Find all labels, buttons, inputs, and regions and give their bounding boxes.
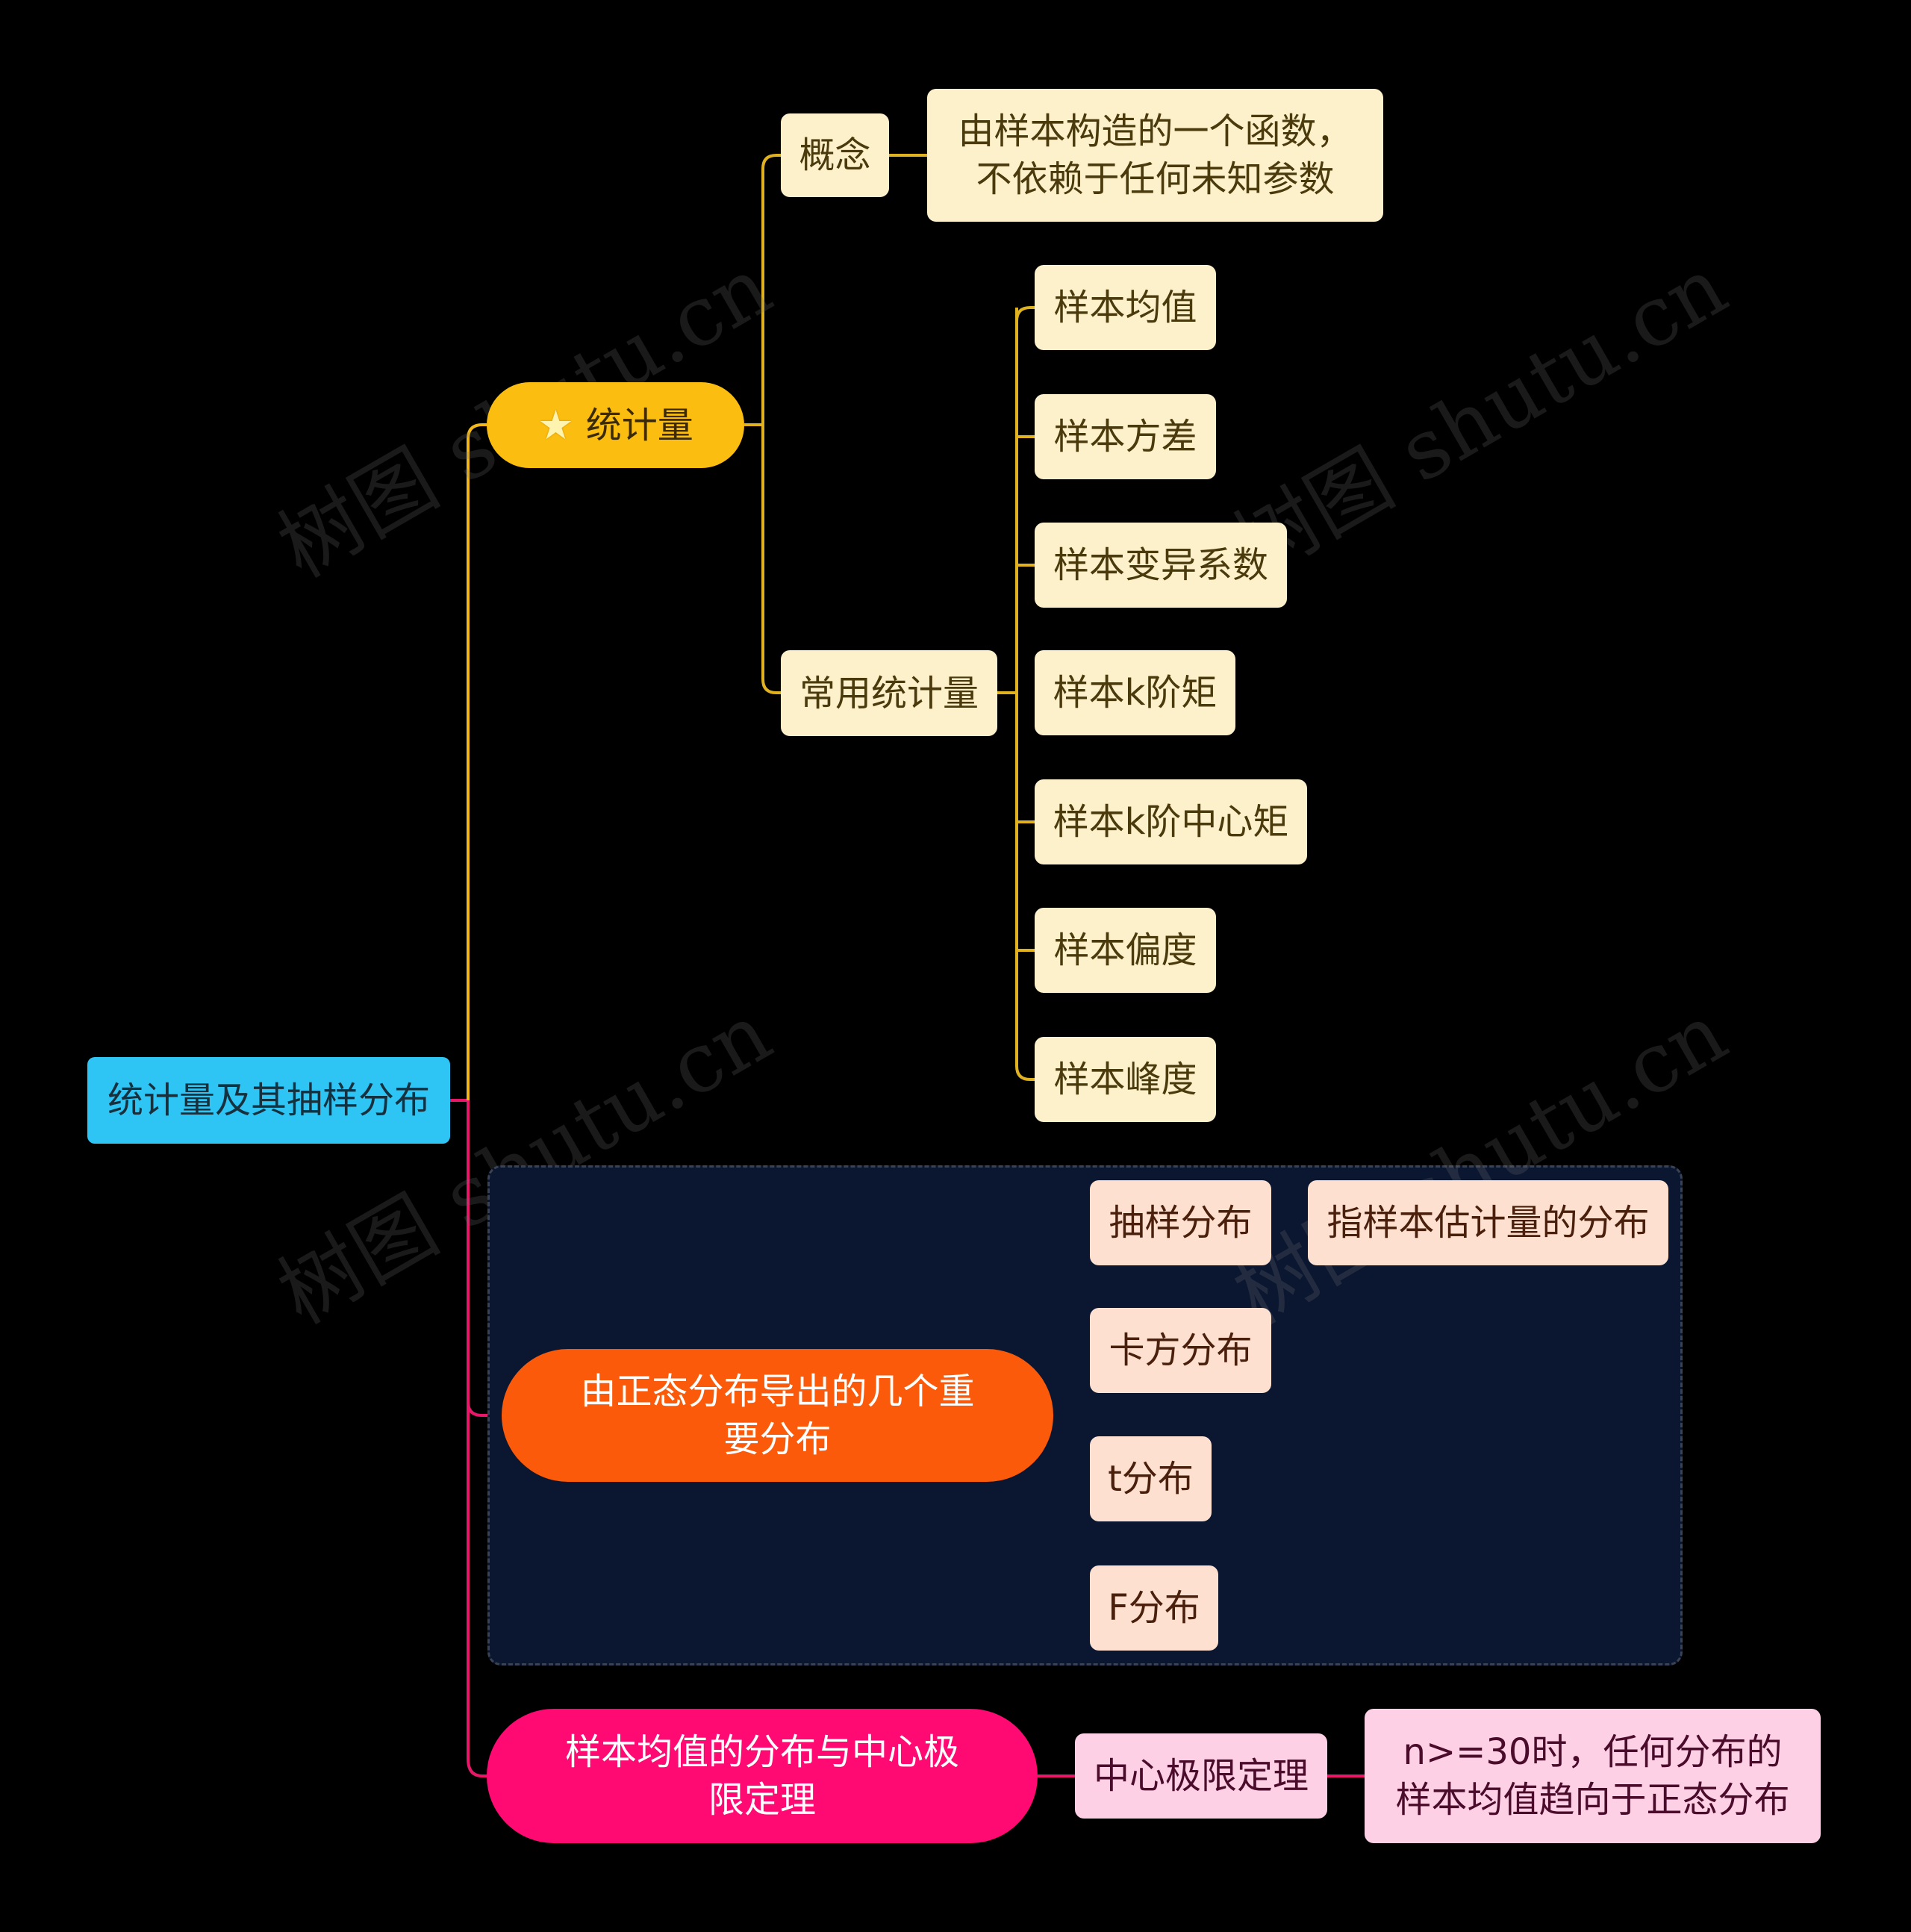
- common-statistics-label: 常用统计量: [799, 672, 979, 714]
- item-label: t分布: [1108, 1458, 1194, 1500]
- list-item[interactable]: 样本k阶矩: [1035, 650, 1235, 735]
- clt-branch-label: 样本均值的分布与中心极限定理: [564, 1731, 959, 1821]
- sampling-distribution-node[interactable]: 抽样分布: [1090, 1180, 1271, 1265]
- normal-derived-label: 由正态分布导出的几个重要分布: [580, 1371, 975, 1460]
- clt-node[interactable]: 中心极限定理: [1075, 1733, 1327, 1819]
- clt-branch-node[interactable]: 样本均值的分布与中心极限定理: [487, 1709, 1038, 1843]
- concept-definition-node[interactable]: 由样本构造的一个函数，不依赖于任何未知参数: [927, 89, 1383, 222]
- list-item[interactable]: t分布: [1090, 1436, 1212, 1521]
- statistic-label: 统计量: [585, 404, 693, 446]
- item-label: 指样本估计量的分布: [1327, 1202, 1650, 1244]
- concept-label: 概念: [799, 134, 871, 176]
- item-label: 样本变异系数: [1053, 544, 1268, 586]
- item-label: 样本峰度: [1053, 1059, 1197, 1100]
- concept-node[interactable]: 概念: [781, 113, 889, 197]
- item-label: 样本偏度: [1053, 929, 1197, 971]
- star-icon: ★: [537, 401, 574, 449]
- list-item[interactable]: F分布: [1090, 1565, 1218, 1651]
- item-label: 样本方差: [1053, 416, 1197, 458]
- common-statistics-node[interactable]: 常用统计量: [781, 650, 997, 736]
- item-label: 样本k阶矩: [1053, 672, 1218, 714]
- normal-derived-node[interactable]: 由正态分布导出的几个重要分布: [502, 1349, 1053, 1482]
- item-label: n>=30时，任何分布的样本均值趋向于正态分布: [1395, 1731, 1790, 1821]
- list-item[interactable]: 样本偏度: [1035, 908, 1216, 993]
- item-label: 中心极限定理: [1093, 1755, 1309, 1797]
- concept-definition: 由样本构造的一个函数，不依赖于任何未知参数: [958, 110, 1353, 200]
- clt-note-node[interactable]: n>=30时，任何分布的样本均值趋向于正态分布: [1365, 1709, 1821, 1843]
- item-label: 抽样分布: [1109, 1202, 1253, 1244]
- sampling-distribution-note[interactable]: 指样本估计量的分布: [1308, 1180, 1668, 1265]
- list-item[interactable]: 卡方分布: [1090, 1308, 1271, 1393]
- root-label: 统计量及其抽样分布: [107, 1079, 430, 1121]
- list-item[interactable]: 样本变异系数: [1035, 523, 1287, 608]
- root-node[interactable]: 统计量及其抽样分布: [87, 1057, 450, 1144]
- list-item[interactable]: 样本k阶中心矩: [1035, 779, 1307, 864]
- list-item[interactable]: 样本峰度: [1035, 1037, 1216, 1122]
- item-label: 卡方分布: [1109, 1330, 1253, 1371]
- list-item[interactable]: 样本方差: [1035, 394, 1216, 479]
- item-label: 样本均值: [1053, 287, 1197, 328]
- statistic-node[interactable]: ★ 统计量: [487, 382, 744, 468]
- list-item[interactable]: 样本均值: [1035, 265, 1216, 350]
- item-label: 样本k阶中心矩: [1053, 801, 1289, 843]
- item-label: F分布: [1108, 1587, 1200, 1629]
